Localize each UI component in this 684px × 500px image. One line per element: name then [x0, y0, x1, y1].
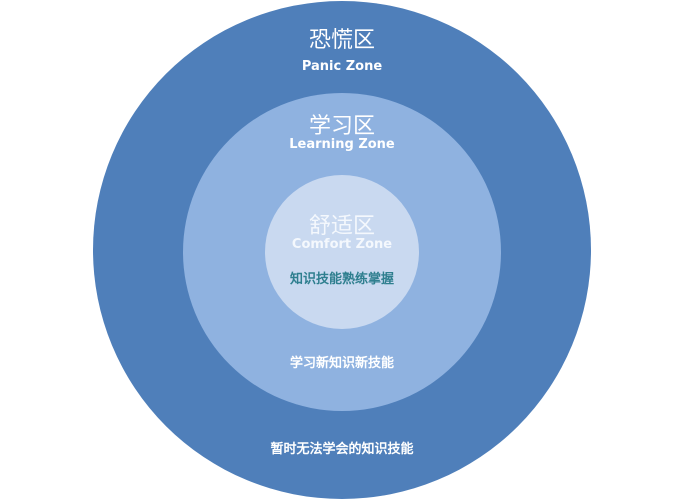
- comfort-zone-title-zh: 舒适区: [308, 214, 375, 239]
- learning-zone-title-en: Learning Zone: [289, 137, 395, 152]
- learning-zone-title-zh: 学习区: [308, 114, 375, 139]
- comfort-zone-description: 知识技能熟练掌握: [289, 272, 394, 287]
- comfort-zone-title-en: Comfort Zone: [291, 237, 393, 252]
- panic-zone-description: 暂时无法学会的知识技能: [270, 442, 414, 457]
- panic-zone-title-en: Panic Zone: [301, 59, 383, 74]
- panic-zone-title-zh: 恐慌区: [308, 28, 375, 53]
- comfort-zone-circle: [265, 175, 419, 329]
- learning-zone-description: 学习新知识新技能: [289, 356, 394, 371]
